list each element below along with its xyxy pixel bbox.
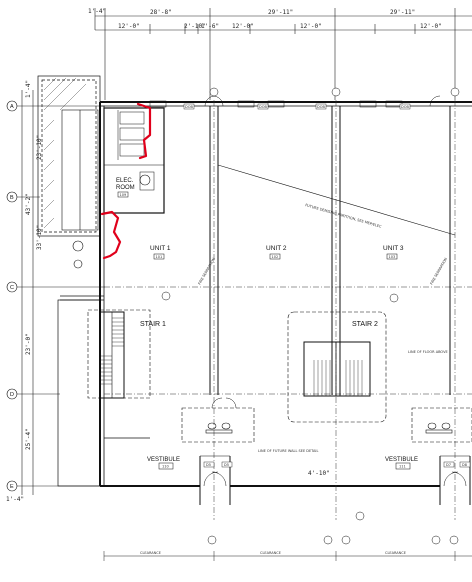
dim-sub-2: 2'-10" bbox=[184, 23, 206, 30]
top-dimension-strings bbox=[94, 8, 472, 100]
canopy-outline bbox=[37, 75, 101, 487]
note-fire-separation-left: FIRE SEPARATION bbox=[197, 257, 216, 286]
note-line-of-future: LINE OF FUTURE WALL SEE DETAIL bbox=[258, 449, 318, 453]
door-tag-5: D5 bbox=[206, 463, 211, 467]
dim-top-1: 28'-8" bbox=[150, 9, 172, 16]
door-tag-boxes bbox=[183, 103, 471, 468]
dim-left-1: 1'-4" bbox=[25, 80, 32, 98]
vestibule-right-tag-box bbox=[395, 462, 411, 470]
bottom-dimension-line bbox=[103, 551, 472, 561]
unit3-label: UNIT 3 bbox=[383, 245, 404, 252]
note-line-above: LINE OF FLOOR ABOVE bbox=[408, 350, 448, 354]
bottom-dim-3: CLEARANCE bbox=[385, 551, 406, 555]
stair1-section-mark bbox=[161, 291, 171, 301]
left-dimension-strings bbox=[15, 90, 105, 495]
note-future-demising: FUTURE DEMISING PARTITION, SEE MEP/ELEC bbox=[305, 203, 383, 229]
bottom-dim-1: CLEARANCE bbox=[140, 551, 161, 555]
unit2-tag-box bbox=[269, 253, 281, 260]
watermark: IDF Re... Brokerage bbox=[148, 516, 264, 531]
unit2-tag: 102 bbox=[272, 255, 279, 259]
door-tag-3: DOB bbox=[317, 105, 325, 109]
grid-bubbles bbox=[6, 100, 18, 492]
dim-left-4: 33'-10" bbox=[36, 225, 43, 250]
left-equipment-strip bbox=[61, 109, 151, 269]
elec-room-walls bbox=[103, 107, 165, 214]
door-tag-7: D7 bbox=[446, 463, 451, 467]
vestibule-right-tag: 111 bbox=[399, 465, 406, 469]
bottom-bubbles bbox=[207, 511, 459, 545]
entry-doors bbox=[203, 397, 467, 487]
dim-left-3: 43'-2" bbox=[25, 193, 32, 215]
dim-sub-5: 12'-0" bbox=[300, 23, 322, 30]
elec-room-tag: 109 bbox=[120, 193, 127, 197]
door-tag-2: DOB bbox=[259, 105, 267, 109]
stair2-label: STAIR 2 bbox=[352, 321, 378, 328]
elec-room-label-line2: ROOM bbox=[116, 185, 135, 191]
dim-clear: 4'-10" bbox=[308, 470, 330, 477]
door-tag-1: DOB bbox=[185, 105, 193, 109]
future-demising-line bbox=[217, 164, 456, 236]
red-markup bbox=[100, 102, 152, 260]
exterior-walls bbox=[60, 101, 472, 487]
unit1-tag-box bbox=[153, 253, 165, 260]
canopy-hatch bbox=[43, 77, 87, 229]
dim-left-5: 23'-0" bbox=[25, 333, 32, 355]
unit1-tag: 101 bbox=[156, 255, 163, 259]
stair2-section-mark bbox=[389, 293, 399, 303]
door-tag-4: DOB bbox=[401, 105, 409, 109]
north-bubbles bbox=[209, 87, 460, 97]
dim-top-3: 29'-11" bbox=[390, 9, 415, 16]
dim-sub-1: 12'-0" bbox=[118, 23, 140, 30]
grid-bubble-c: C bbox=[10, 285, 14, 291]
dim-sub-4: 12'-0" bbox=[232, 23, 254, 30]
vestibule-right-label: VESTIBULE bbox=[385, 457, 418, 463]
elec-room-tag-box bbox=[117, 191, 129, 198]
door-tag-8: D8 bbox=[462, 463, 467, 467]
grid-bubble-b: B bbox=[10, 195, 14, 201]
dim-left-7: 1'-4" bbox=[6, 496, 24, 503]
vestibule-left-tag-box bbox=[158, 462, 174, 470]
stair1-enclosure bbox=[87, 309, 151, 399]
demising-walls bbox=[209, 106, 451, 395]
bottom-dim-2: CLEARANCE bbox=[260, 551, 281, 555]
stair1-label: STAIR 1 bbox=[140, 321, 166, 328]
unit3-tag-box bbox=[386, 253, 398, 260]
unit1-label: UNIT 1 bbox=[150, 245, 171, 252]
unit3-tag: 103 bbox=[389, 255, 396, 259]
vestibule-left-tag: 110 bbox=[162, 465, 169, 469]
dim-corner: 1'-4" bbox=[88, 8, 106, 15]
grid-bubble-d: D bbox=[10, 392, 14, 398]
plumbing-fixtures bbox=[205, 422, 453, 434]
dim-left-2: 23'-10" bbox=[36, 135, 43, 160]
vestibule-left-label: VESTIBULE bbox=[147, 457, 180, 463]
grid-bubble-e: E bbox=[10, 484, 14, 490]
unit2-label: UNIT 2 bbox=[266, 245, 287, 252]
dim-left-6: 25'-4" bbox=[25, 428, 32, 450]
stair2-enclosure bbox=[287, 311, 387, 423]
dim-sub-6: 12'-0" bbox=[420, 23, 442, 30]
elec-room-label-line1: ELEC. bbox=[116, 178, 134, 184]
note-fire-separation-right: FIRE SEPARATION bbox=[429, 257, 448, 286]
dim-sub-3: 1'-6" bbox=[201, 23, 219, 30]
door-tag-6: D5 bbox=[224, 463, 229, 467]
stair1-treads bbox=[100, 317, 124, 385]
dim-top-2: 29'-11" bbox=[268, 9, 293, 16]
stair2-treads bbox=[313, 360, 363, 396]
grid-bubble-a: A bbox=[10, 104, 14, 110]
